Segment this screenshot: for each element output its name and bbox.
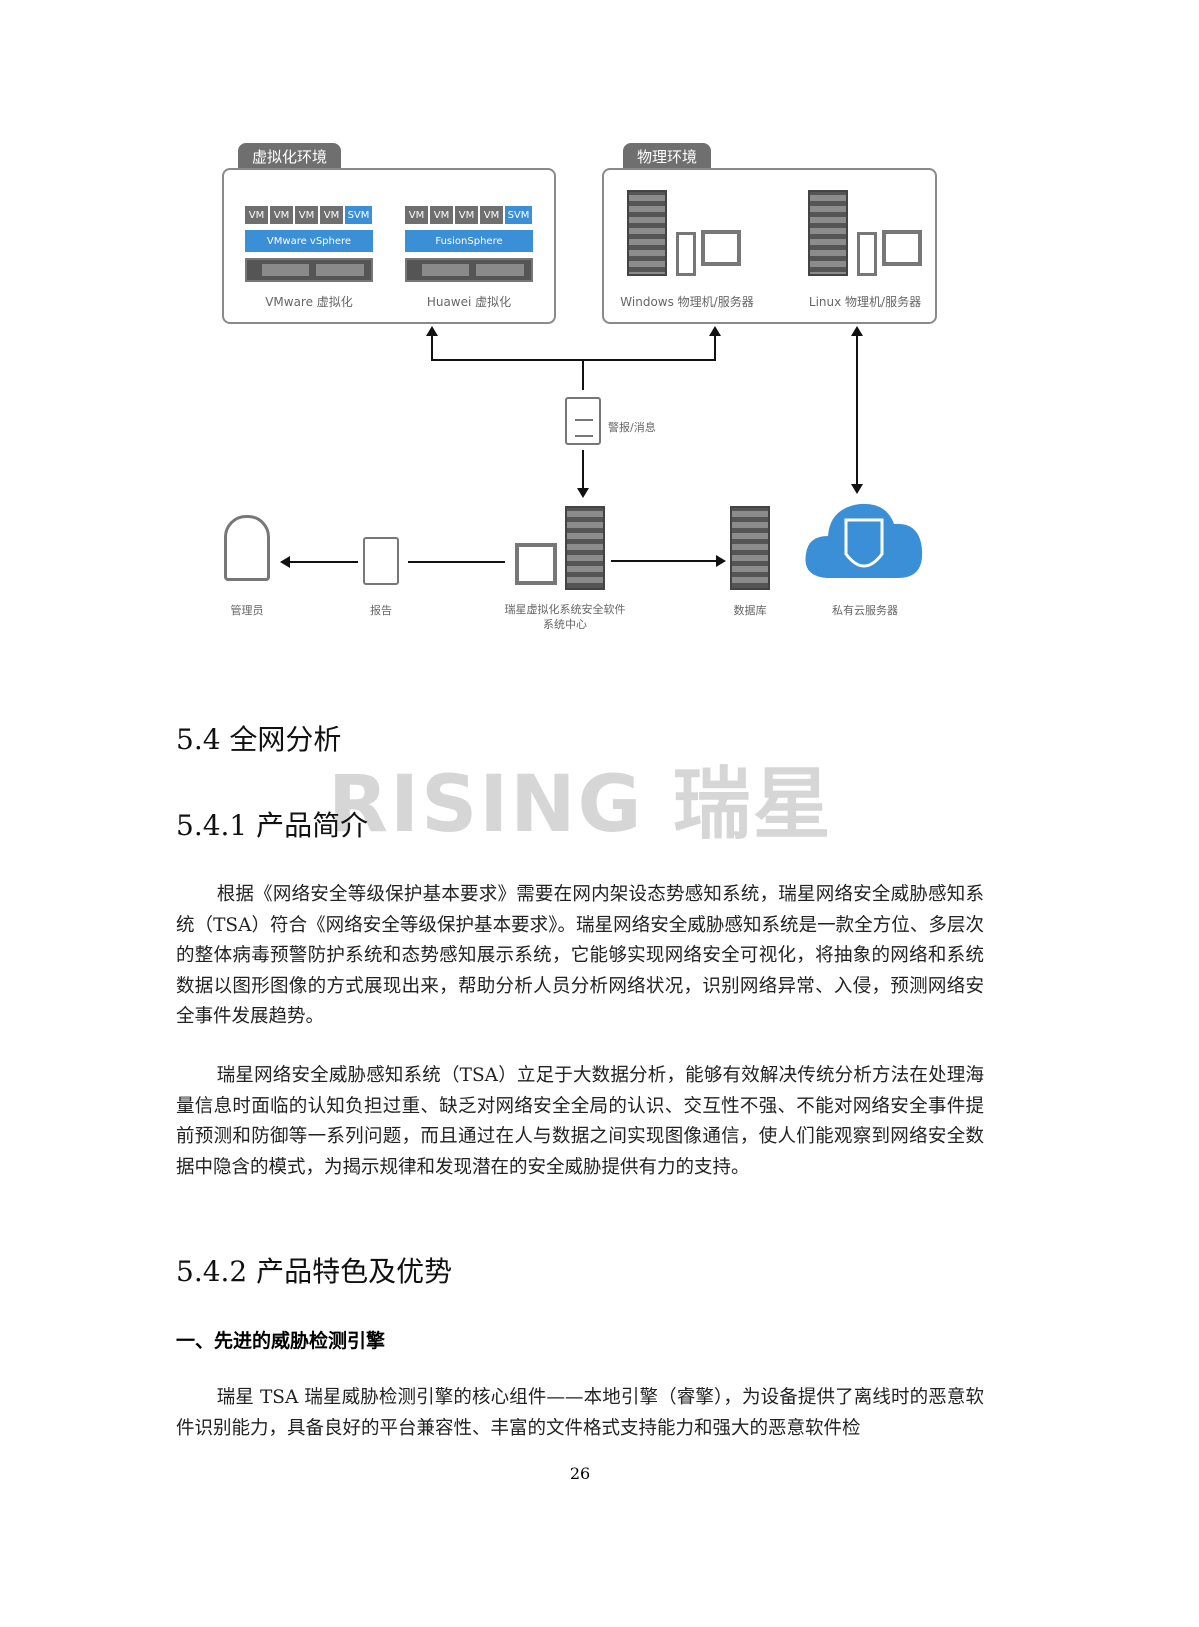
connector [431,359,716,361]
vm-block: VM [295,206,318,224]
alert-label: 警报/消息 [608,421,656,434]
svm-block: SVM [505,206,532,224]
connector [856,335,858,485]
server-hardware-icon [405,258,533,282]
connector [582,360,584,390]
pc-tower-icon [857,232,877,276]
arrow-down-icon [577,488,589,498]
section-heading: 5.4 全网分析 [176,723,342,756]
document-icon [565,397,601,445]
vm-block: VM [455,206,478,224]
vm-block: VM [245,206,268,224]
server-rack-icon [808,190,848,276]
center-label-line2: 系统中心 [543,618,587,631]
subsection-heading-features: 5.4.2 产品特色及优势 [176,1255,453,1288]
vmware-label: VMware 虚拟化 [265,295,353,309]
vm-block: VM [270,206,293,224]
arrow-up-icon [709,326,721,336]
vm-block: VM [320,206,343,224]
server-rack-icon [565,506,605,590]
arrow-down-icon [851,484,863,494]
fusionsphere-bar: FusionSphere [405,230,533,252]
arrow-left-icon [280,556,290,568]
arrow-right-icon [716,555,726,567]
report-label: 报告 [370,604,392,617]
pc-tower-icon [676,232,696,276]
arrow-up-icon [851,326,863,336]
linux-label: Linux 物理机/服务器 [808,295,922,309]
subsection-heading-intro: 5.4.1 产品简介 [176,809,369,842]
cloud-lion-icon [805,503,923,578]
database-rack-icon [730,506,770,590]
vm-block: VM [430,206,453,224]
connector [408,561,505,563]
page-number: 26 [569,1464,591,1483]
database-label: 数据库 [733,604,767,617]
connector [582,450,584,488]
server-rack-icon [627,190,667,276]
svm-block: SVM [345,206,372,224]
connector [611,560,716,562]
windows-label: Windows 物理机/服务器 [620,295,754,309]
report-check-icon [363,537,399,585]
physical-env-tab: 物理环境 [623,143,712,170]
center-label: 瑞星虚拟化系统安全软件系统中心 [480,602,650,632]
huawei-label: Huawei 虚拟化 [426,295,512,309]
admin-label: 管理员 [230,604,264,617]
vmware-vsphere-bar: VMware vSphere [245,230,373,252]
admin-user-icon [224,515,270,581]
cloud-label: 私有云服务器 [832,604,898,617]
monitor-shield-icon [882,230,922,266]
arrow-up-icon [426,326,438,336]
feature-heading: 一、先进的威胁检测引擎 [176,1330,386,1352]
intro-paragraph-1: 根据《网络安全等级保护基本要求》需要在网内架设态势感知系统，瑞星网络安全威胁感知… [176,884,984,1027]
connector [714,335,716,360]
intro-paragraph-2: 瑞星网络安全威胁感知系统（TSA）立足于大数据分析，能够有效解决传统分析方法在处… [176,1065,984,1178]
vm-block: VM [480,206,503,224]
server-hardware-icon [245,258,373,282]
rising-watermark: RISING 瑞星 [328,760,833,850]
vm-block: VM [405,206,428,224]
connector [431,335,433,360]
connector [288,561,358,563]
monitor-shield-icon [515,543,557,585]
monitor-shield-icon [701,230,741,266]
feature-paragraph: 瑞星 TSA 瑞星威胁检测引擎的核心组件——本地引擎（睿擎），为设备提供了离线时… [176,1387,984,1439]
center-label-line1: 瑞星虚拟化系统安全软件 [504,603,626,616]
virtual-env-tab: 虚拟化环境 [238,143,342,170]
